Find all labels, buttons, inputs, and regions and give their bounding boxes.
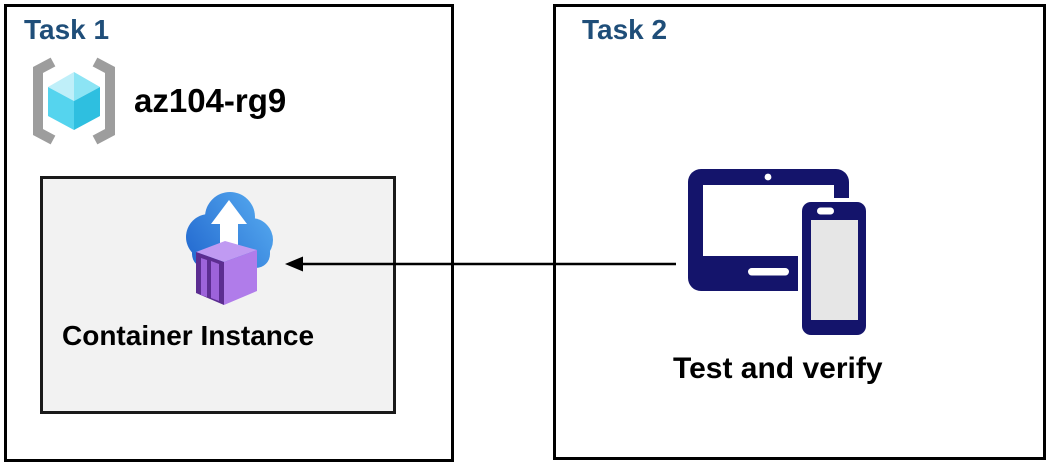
resource-group-name: az104-rg9 <box>134 82 287 119</box>
cube-face-top-left <box>48 72 74 101</box>
task1-box: Task 1 az104-rg9 <box>4 4 454 462</box>
cube-face-right <box>74 87 100 130</box>
container-instance-icon <box>186 192 273 305</box>
tablet-phone-icon <box>688 169 870 339</box>
task2-title: Task 2 <box>582 14 668 45</box>
task2-box: Task 2 Test and verify <box>553 4 1046 460</box>
test-verify-label: Test and verify <box>673 352 883 385</box>
container-instance-box: Container Instance <box>40 176 396 414</box>
resource-group-row: az104-rg9 <box>26 55 286 147</box>
phone-shape <box>798 198 870 339</box>
container-instance-label: Container Instance <box>62 320 315 351</box>
upload-arrow-shape <box>211 200 247 254</box>
resource-group-icon <box>33 57 115 145</box>
cube-face-left <box>48 87 74 130</box>
right-bracket-shape <box>92 57 115 145</box>
cube-face-top-right <box>74 72 100 101</box>
left-bracket-shape <box>33 57 56 145</box>
task1-title: Task 1 <box>24 14 110 45</box>
container-cube-shape <box>196 241 257 305</box>
